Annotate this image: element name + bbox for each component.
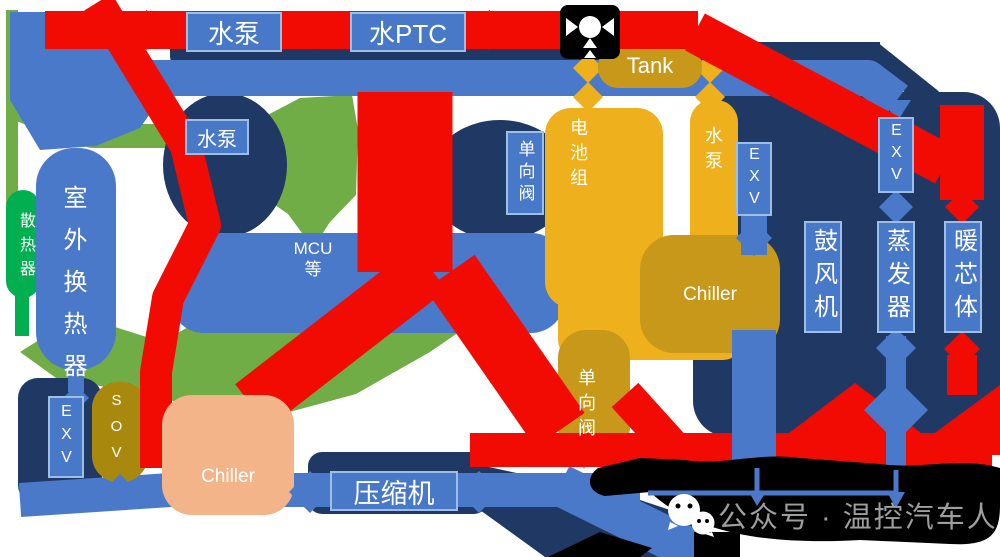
chiller-battery-label: Chiller bbox=[683, 284, 737, 305]
water-ptc-box: 水PTC bbox=[350, 12, 466, 52]
water-ptc-label: 水PTC bbox=[368, 18, 447, 49]
pump-small-box: 水泵 bbox=[185, 119, 249, 155]
tank-label: Tank bbox=[626, 53, 674, 78]
compressor-label: 压缩机 bbox=[353, 478, 435, 509]
radiator-label: 散热器 bbox=[17, 212, 34, 284]
pump-small-label: 水泵 bbox=[197, 128, 237, 151]
exv-bottom-left-box: EXV bbox=[48, 396, 84, 478]
chiller-refrigerant-label: Chiller bbox=[201, 466, 255, 487]
wechat-watermark-text: 公众号 · 温控汽车人 bbox=[718, 502, 998, 534]
mcu-label: MCU 等 bbox=[270, 238, 356, 280]
blower-label: 鼓风机 bbox=[809, 227, 837, 327]
four-way-valve-icon bbox=[560, 5, 620, 59]
evaporator-label: 蒸发器 bbox=[882, 227, 910, 327]
pump-top-label: 水泵 bbox=[207, 18, 260, 49]
battery-pack-label: 电池组 bbox=[568, 118, 588, 193]
radiator-shape bbox=[6, 190, 40, 336]
wechat-icon bbox=[668, 494, 715, 537]
exv-right-box: EXV bbox=[878, 117, 914, 193]
mcu-line1: MCU bbox=[293, 239, 333, 258]
sov-label: SOV bbox=[108, 392, 125, 470]
blower-box: 鼓风机 bbox=[804, 221, 842, 333]
evaporator-box: 蒸发器 bbox=[877, 221, 915, 333]
pipes-gold bbox=[92, 46, 780, 487]
exv-right-label: EXV bbox=[888, 122, 905, 188]
pump-top-box: 水泵 bbox=[186, 12, 282, 52]
check-valve-battery-label: 单向阀 bbox=[576, 368, 596, 443]
mcu-line2: 等 bbox=[304, 260, 322, 279]
exv-bottom-left-label: EXV bbox=[58, 402, 75, 472]
exv-mid-box: EXV bbox=[736, 142, 772, 216]
chiller-refrigerant-shape bbox=[162, 395, 294, 515]
exv-mid-label: EXV bbox=[746, 146, 763, 212]
flow-line-blue-thin bbox=[648, 468, 905, 508]
pump-battery-label: 水泵 bbox=[703, 126, 723, 176]
heater-core-label: 暖芯体 bbox=[949, 227, 977, 327]
compressor-box: 压缩机 bbox=[330, 471, 458, 511]
check-valve-left-box: 单向阀 bbox=[506, 131, 544, 215]
outdoor-heat-exchanger-label: 室外换热器 bbox=[59, 185, 86, 395]
check-valve-left-label: 单向阀 bbox=[515, 140, 535, 206]
heater-core-box: 暖芯体 bbox=[944, 221, 982, 333]
